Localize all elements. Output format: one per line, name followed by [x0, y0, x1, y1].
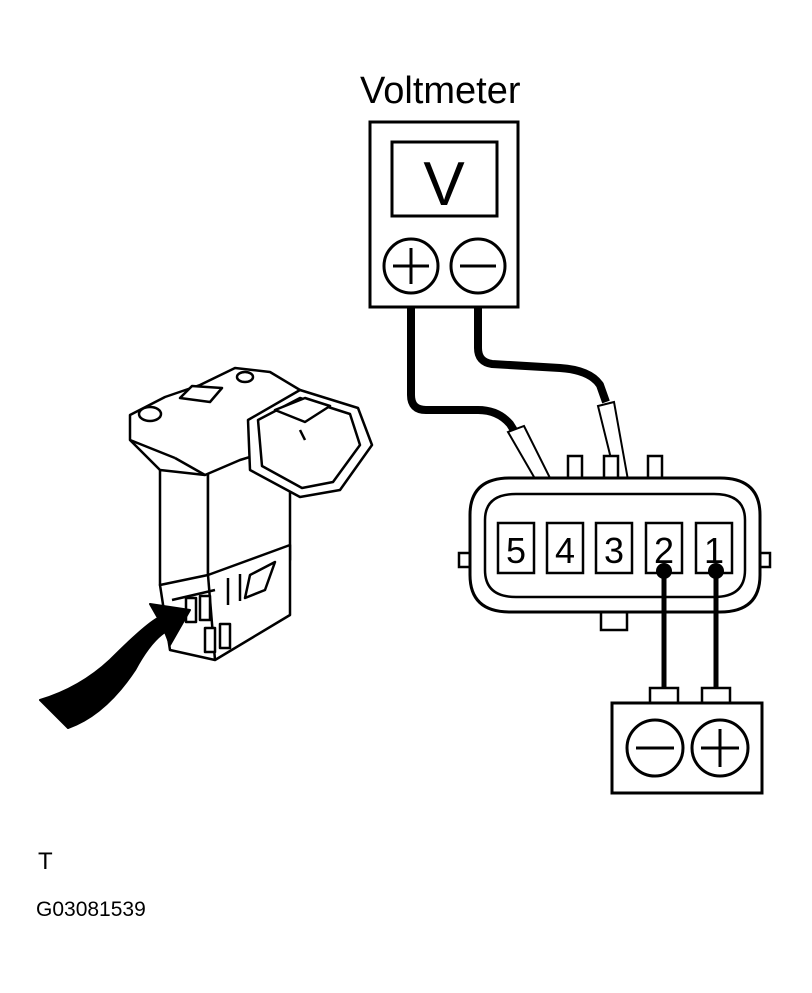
- negative-lead-wire: [474, 307, 610, 404]
- voltmeter: V: [368, 120, 520, 309]
- voltmeter-title: Voltmeter: [360, 70, 521, 112]
- pin-label-5: 5: [506, 530, 526, 571]
- battery: [610, 686, 764, 795]
- connection-dot-pin-2: [656, 563, 672, 579]
- pin-cell-3: [594, 521, 634, 575]
- pin-label-3: 3: [604, 530, 624, 571]
- battery-wiring: [656, 563, 724, 690]
- positive-lead-wire: [407, 307, 524, 443]
- pin-cell-4: [545, 521, 585, 575]
- air-flow-sensor-illustration: [128, 366, 374, 662]
- pin-label-4: 4: [555, 530, 575, 571]
- connection-dot-pin-1: [708, 563, 724, 579]
- pin-label-1: 1: [704, 530, 724, 571]
- figure-code-letter: T: [38, 848, 53, 875]
- connector: 5 4 3 2 1: [457, 454, 772, 632]
- pin-cell-5: [496, 521, 536, 575]
- voltmeter-display: [390, 140, 499, 218]
- figure-id: G03081539: [36, 898, 146, 921]
- voltmeter-display-symbol: V: [423, 150, 465, 219]
- airflow-arrow: [39, 603, 191, 729]
- pin-label-2: 2: [654, 530, 674, 571]
